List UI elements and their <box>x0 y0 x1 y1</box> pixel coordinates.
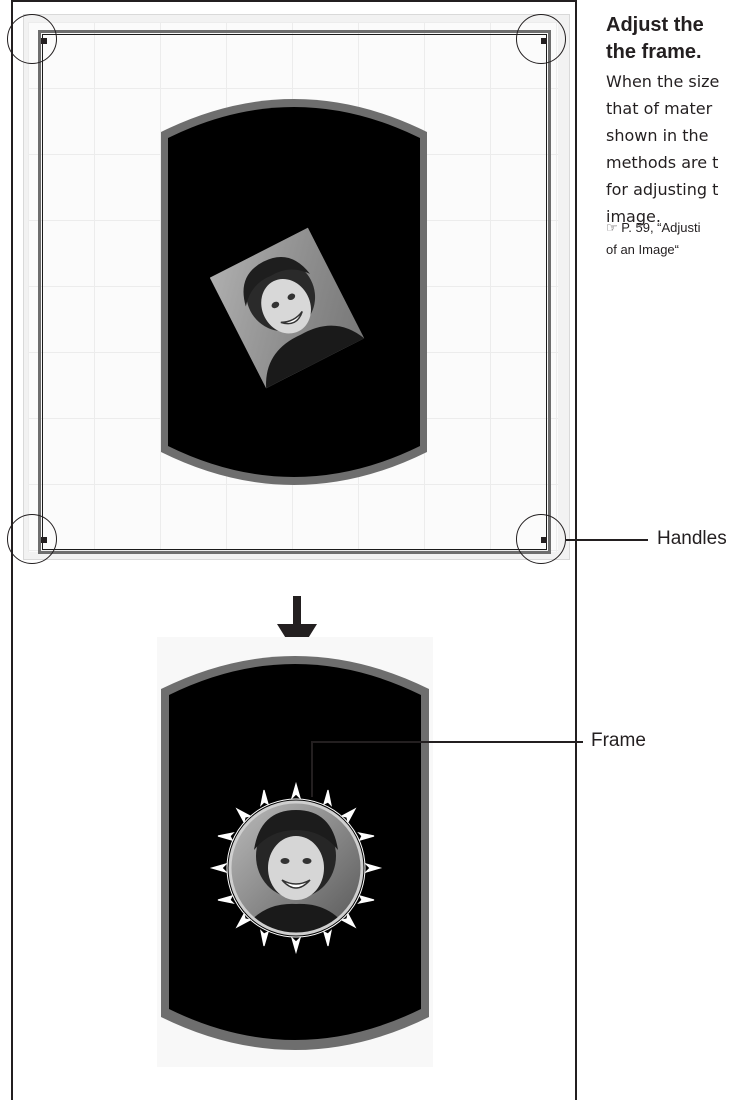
handle-circle-top-right <box>516 14 566 64</box>
heading-line-1: Adjust the <box>606 12 748 39</box>
handle-circle-bottom-left <box>7 514 57 564</box>
reference-line-2: of an Image“ <box>606 239 701 261</box>
frame-callout-horizontal <box>311 741 583 743</box>
body-line-5: for adjusting t <box>606 176 719 203</box>
reference-line-1: ☞ P. 59, “Adjusti <box>606 217 701 239</box>
body-line-2: that of mater <box>606 95 719 122</box>
handle-circle-bottom-right <box>516 514 566 564</box>
section-heading: Adjust the the frame. <box>606 12 748 66</box>
heading-line-2: the frame. <box>606 39 748 66</box>
handles-callout-line <box>566 539 648 541</box>
selection-box-inner <box>42 34 547 550</box>
body-paragraph: When the size that of mater shown in the… <box>606 68 719 230</box>
decorative-circle-frame[interactable] <box>198 770 394 966</box>
body-line-4: methods are t <box>606 149 719 176</box>
page-reference[interactable]: ☞ P. 59, “Adjusti of an Image“ <box>606 217 701 261</box>
body-line-1: When the size <box>606 68 719 95</box>
handle-circle-top-left <box>7 14 57 64</box>
handles-label: Handles <box>657 528 727 550</box>
frame-callout-vertical <box>311 741 313 797</box>
frame-label: Frame <box>591 730 646 752</box>
body-line-3: shown in the <box>606 122 719 149</box>
